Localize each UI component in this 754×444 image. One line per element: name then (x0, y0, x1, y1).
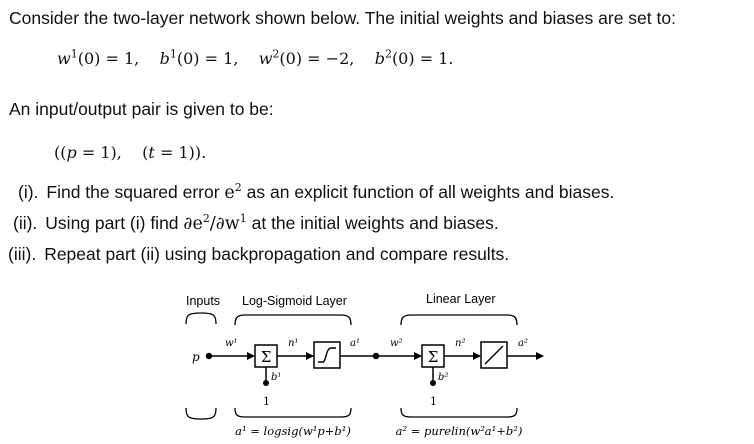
question-1: (i).Find the squared error e2 as an expl… (18, 181, 615, 203)
label-one-2: 1 (430, 395, 437, 408)
label-b2: b² (438, 372, 448, 383)
layer1-header: Log-Sigmoid Layer (242, 294, 347, 308)
question-text: at the initial weights and biases. (246, 213, 499, 233)
label-one-1: 1 (263, 395, 270, 408)
layer2-equation: a² = purelin(w²a¹+b²) (396, 424, 523, 438)
sigma-2: Σ (428, 348, 439, 366)
question-text: Using part (i) find (45, 213, 184, 233)
label-w1: w¹ (225, 338, 238, 349)
question-number: (iii). (8, 244, 37, 264)
layer1-equation: a¹ = logsig(w¹p+b¹) (235, 424, 351, 438)
sigma-1: Σ (261, 348, 272, 366)
bias2-node (430, 380, 436, 386)
layer1-bottom-brace (234, 407, 352, 418)
question-2: (ii).Using part (i) find ∂e2/∂w1 at the … (13, 212, 499, 234)
label-w2: w² (390, 338, 403, 349)
label-n1: n¹ (288, 338, 298, 349)
t-value: 1 (178, 143, 189, 162)
b1-value: 1 (223, 49, 234, 68)
label-a1: a¹ (350, 338, 360, 349)
p-value: 1 (100, 143, 111, 162)
question-number: (i). (18, 182, 39, 202)
bias1-node (263, 380, 269, 386)
label-p: p (192, 350, 200, 364)
logsig-icon (318, 347, 336, 363)
b2-value: 1 (438, 49, 449, 68)
question-text: Repeat part (ii) using backpropagation a… (44, 244, 510, 264)
question-text: as an explicit function of all weights a… (241, 182, 615, 202)
inputs-top-brace (185, 312, 217, 325)
pair-label: An input/output pair is given to be: (9, 99, 274, 119)
input-output-pair: ((p = 1), (t = 1)). (54, 143, 207, 162)
label-b1: b¹ (271, 372, 281, 383)
initial-weights-equation: w1(0) = 1, b1(0) = 1, w2(0) = −2, b2(0) … (57, 47, 454, 68)
inputs-header: Inputs (186, 294, 220, 308)
network-diagram: Inputs Log-Sigmoid Layer Linear Layer Σ … (185, 292, 544, 438)
question-text: Find the squared error (46, 182, 225, 202)
question-number: (ii). (13, 213, 38, 233)
w2-value: −2 (325, 49, 350, 68)
label-n2: n² (455, 338, 465, 349)
layer2-header: Linear Layer (426, 292, 496, 306)
w1-value: 1 (123, 49, 135, 68)
label-a2: a² (518, 338, 528, 349)
layer1-top-brace (234, 314, 352, 326)
layer2-bottom-brace (400, 407, 518, 418)
purelin-icon (484, 345, 504, 365)
question-3: (iii). Repeat part (ii) using backpropaga… (8, 244, 509, 265)
layer2-top-brace (400, 314, 518, 326)
inputs-bottom-brace (185, 407, 217, 420)
intro-text: Consider the two-layer network shown bel… (9, 8, 676, 28)
logsig-block (313, 341, 341, 369)
